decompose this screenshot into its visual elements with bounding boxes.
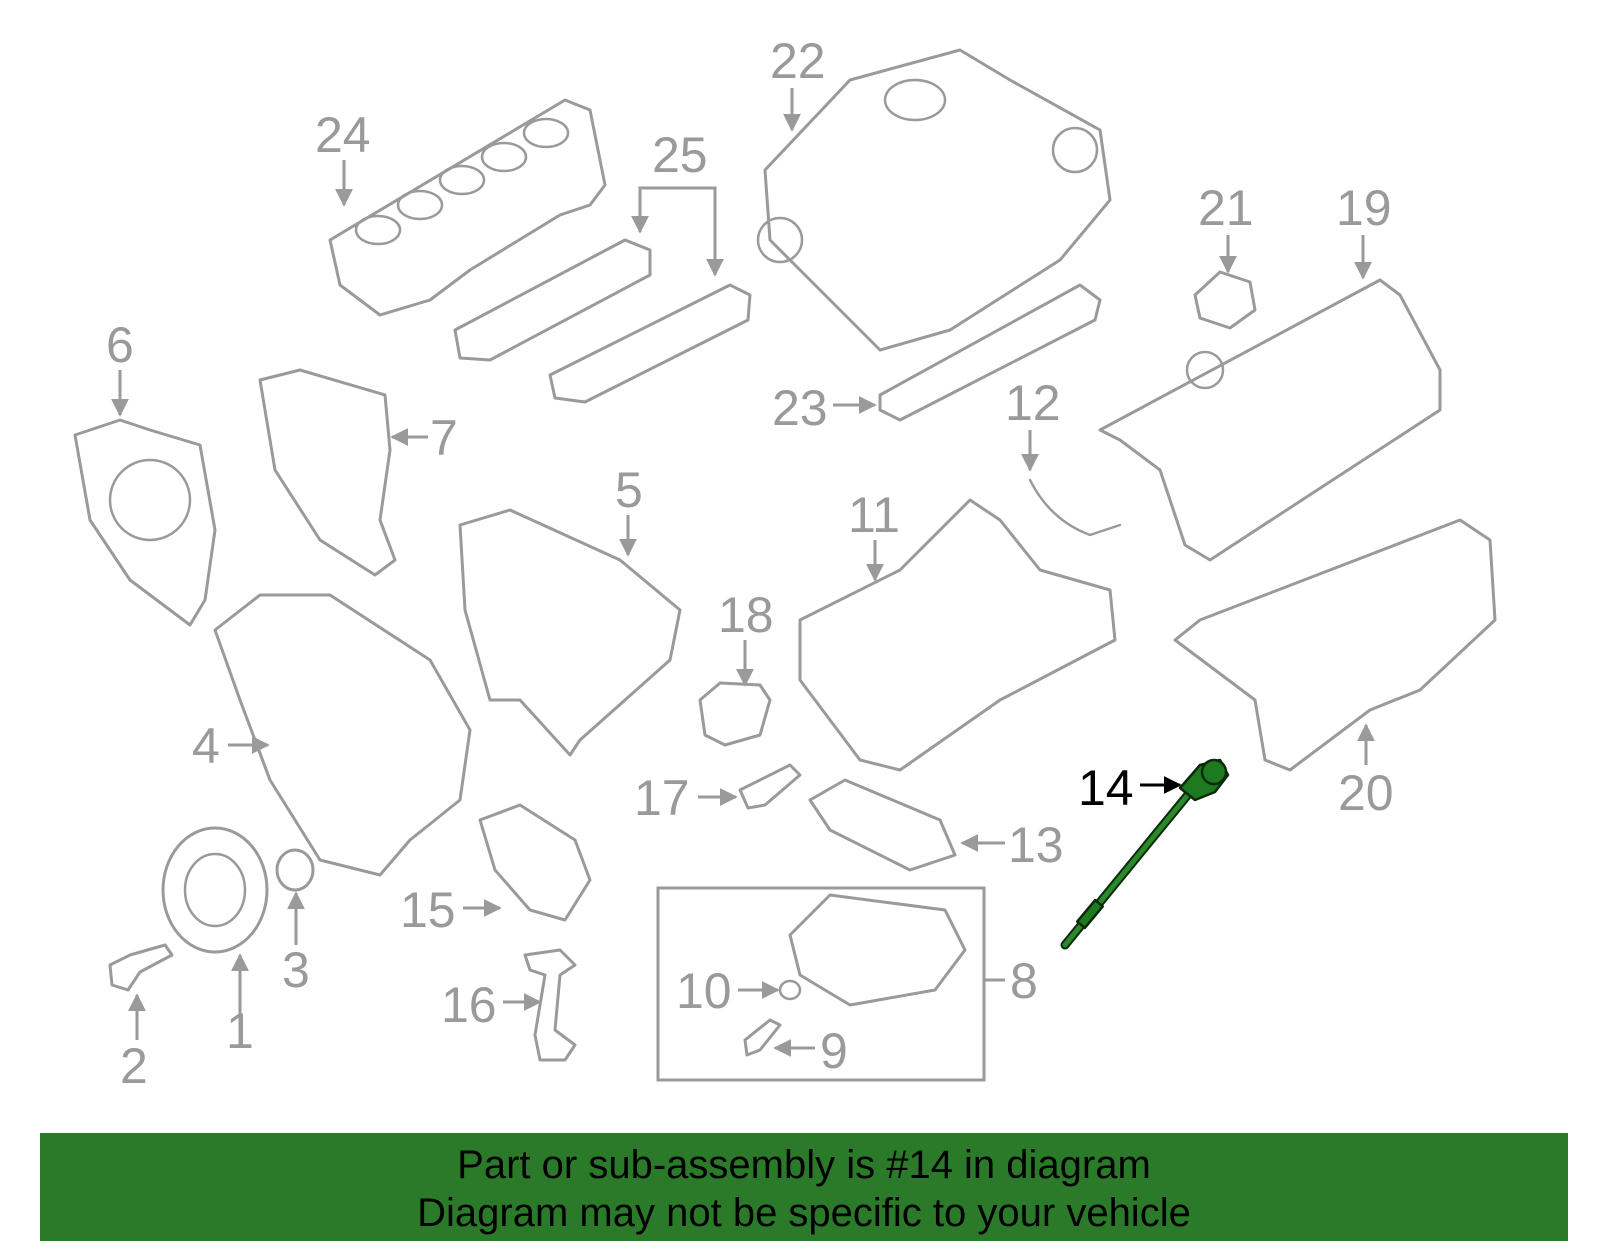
info-banner: Part or sub-assembly is #14 in diagram D… [40,1133,1568,1241]
callout-5: 5 [615,462,643,518]
part-12-seal [1028,478,1122,537]
banner-line-1: Part or sub-assembly is #14 in diagram [457,1143,1151,1187]
callout-2: 2 [120,1038,148,1094]
callout-7: 7 [430,410,458,466]
part-25-gaskets [453,238,752,404]
part-14-dipstick-highlighted [1060,758,1230,950]
part-20-valve-cover-gasket [1173,518,1497,772]
callout-21: 21 [1198,180,1254,236]
callout-16: 16 [441,977,497,1033]
callout-23: 23 [772,380,828,436]
part-24-intake-manifold [328,98,607,317]
part-3-seal [275,848,315,892]
callout-9: 9 [820,1023,848,1079]
part-17-sensor [738,763,802,810]
part-8-oil-pan-lower [656,886,986,1082]
part-22-upper-manifold [756,48,1112,352]
callout-1: 1 [226,1003,254,1059]
callout-20: 20 [1338,765,1394,821]
part-19-valve-cover [1098,278,1442,562]
part-21-oil-cap [1193,270,1257,330]
part-13-baffle [808,778,957,872]
part-7-gasket [258,368,397,577]
callout-14: 14 [1078,760,1134,816]
callout-12: 12 [1005,375,1061,431]
part-18-oil-filter [698,681,772,747]
callout-4: 4 [192,718,220,774]
part-15-oil-pump [478,803,592,922]
callout-17: 17 [634,770,690,826]
part-4-front-cover [213,593,472,877]
callout-8: 8 [1010,953,1038,1009]
part-16-strainer [523,948,577,1062]
callout-22: 22 [770,33,826,89]
callout-18: 18 [718,587,774,643]
leader-lines [111,88,1375,1057]
callout-25: 25 [652,127,708,183]
callout-15: 15 [400,882,456,938]
callout-10: 10 [676,963,732,1019]
banner-line-2: Diagram may not be specific to your vehi… [417,1191,1191,1235]
part-2-bolt [108,943,174,992]
callout-13: 13 [1008,817,1064,873]
callout-19: 19 [1336,180,1392,236]
part-6-water-pump [73,418,217,627]
part-5-timing-cover [458,508,682,757]
callout-11: 11 [848,487,900,543]
part-1-pulley [161,826,269,954]
callout-3: 3 [282,942,310,998]
callout-24: 24 [315,107,371,163]
callout-numbers: 24 25 22 23 21 19 12 6 7 5 11 18 4 17 13… [106,33,1394,1094]
callout-6: 6 [106,317,134,373]
part-11-oil-pan [798,498,1117,772]
part-23-gasket [878,283,1102,422]
